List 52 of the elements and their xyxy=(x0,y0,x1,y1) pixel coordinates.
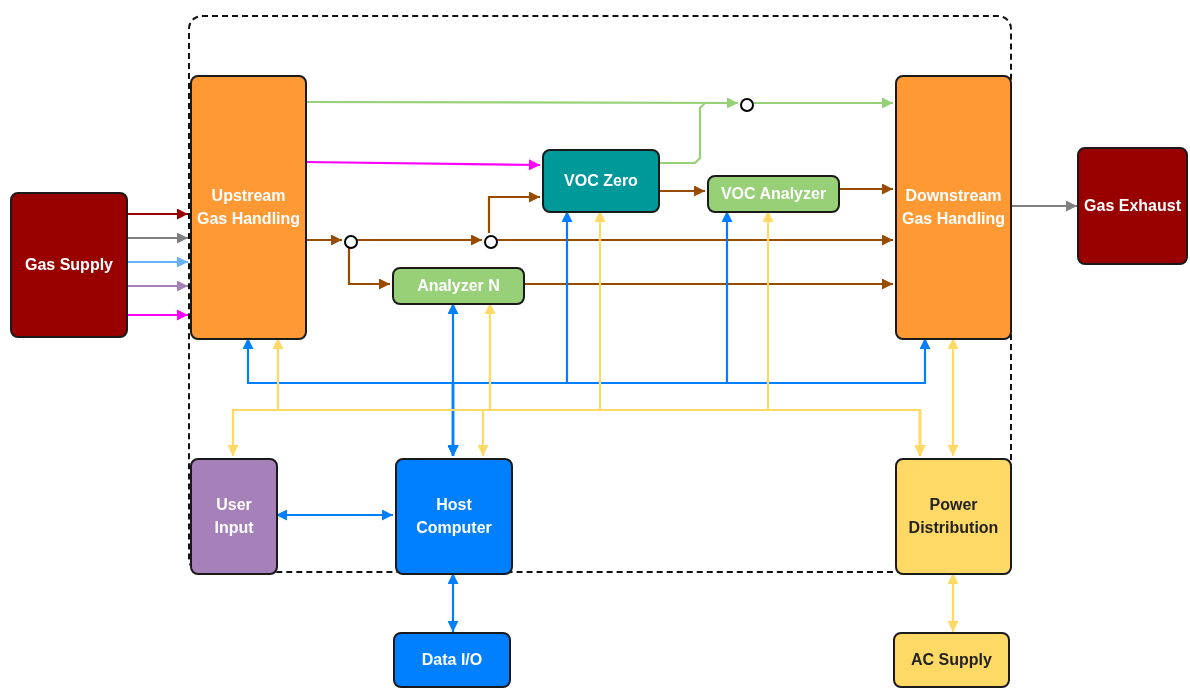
arrow xyxy=(128,232,188,244)
process-box xyxy=(190,75,307,340)
junction-circle xyxy=(740,98,754,112)
node-label: Host Computer xyxy=(415,495,493,538)
arrow xyxy=(356,234,482,246)
node-label: Power Distribution xyxy=(907,495,1000,538)
process-box xyxy=(10,192,128,338)
node-label: Upstream Gas Handling xyxy=(195,186,302,229)
node-label: Downstream Gas Handling xyxy=(900,186,1007,229)
arrow xyxy=(128,280,188,292)
node-label: Gas Supply xyxy=(24,254,114,275)
arrow xyxy=(487,191,540,233)
node-label: VOC Zero xyxy=(563,170,639,191)
arrow xyxy=(496,234,893,246)
node-label: Gas Exhaust xyxy=(1083,195,1182,216)
arrow xyxy=(762,211,926,456)
node-label: User Input xyxy=(213,495,255,538)
node-label: Data I/O xyxy=(420,649,484,670)
arrow xyxy=(947,338,959,456)
process-box xyxy=(392,267,525,305)
arrow xyxy=(1010,200,1077,212)
arrow xyxy=(947,573,959,632)
arrow xyxy=(523,278,893,290)
process-box xyxy=(893,632,1010,688)
process-box xyxy=(707,175,840,213)
arrow xyxy=(752,97,893,109)
dashed-boundary xyxy=(188,15,1012,573)
node-label: AC Supply xyxy=(910,649,993,670)
arrow xyxy=(128,208,188,220)
arrow xyxy=(447,573,459,632)
process-box xyxy=(1077,147,1188,265)
arrow xyxy=(128,309,188,321)
process-box xyxy=(895,75,1012,340)
arrow xyxy=(305,234,342,246)
arrow xyxy=(128,256,188,268)
process-box xyxy=(190,458,278,575)
arrow xyxy=(276,509,393,521)
junction-circle xyxy=(344,235,358,249)
arrow xyxy=(347,247,390,290)
arrow xyxy=(305,97,738,109)
junction-circle xyxy=(484,235,498,249)
arrow xyxy=(838,183,893,195)
process-box xyxy=(542,149,660,213)
process-box xyxy=(895,458,1012,575)
node-label: VOC Analyzer xyxy=(719,183,828,204)
arrow xyxy=(658,185,705,197)
node-label: Analyzer N xyxy=(416,275,501,296)
process-box xyxy=(393,632,511,688)
arrow xyxy=(305,159,540,171)
process-box xyxy=(395,458,513,575)
arrow xyxy=(447,338,931,456)
connector xyxy=(658,101,738,165)
